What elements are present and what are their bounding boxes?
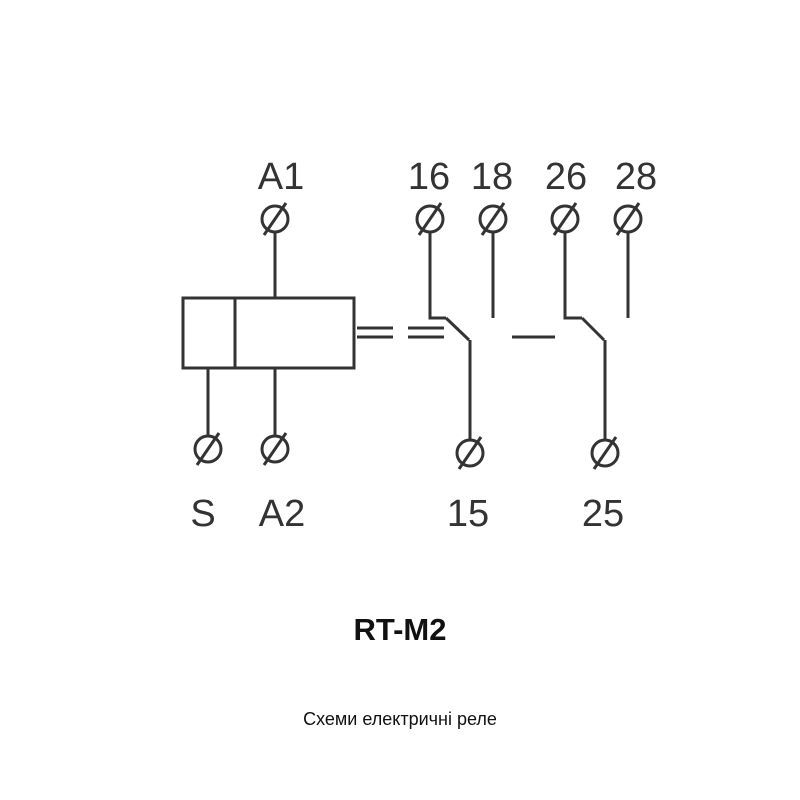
label-15: 15 <box>447 493 489 535</box>
label-25: 25 <box>582 493 624 535</box>
terminal-15-icon <box>455 436 485 470</box>
terminal-25-icon <box>590 436 620 470</box>
diagram-caption: Схеми електричні реле <box>303 709 497 729</box>
mechanical-linkage <box>357 326 555 339</box>
label-a1: A1 <box>258 156 304 198</box>
label-16: 16 <box>408 156 450 198</box>
terminal-a2-icon <box>260 432 290 466</box>
contact-group-2 <box>563 232 630 440</box>
label-28: 28 <box>615 156 657 198</box>
label-a2: A2 <box>259 493 305 535</box>
label-s: S <box>190 493 215 535</box>
terminal-26-icon <box>550 202 580 236</box>
diagram-title: RT-M2 <box>353 612 447 647</box>
contact-blade-2 <box>580 316 606 342</box>
wire-26 <box>563 232 582 320</box>
relay-coil <box>181 296 356 370</box>
wire-16 <box>428 232 446 320</box>
terminal-a1-icon <box>260 202 290 236</box>
terminal-18-icon <box>478 202 508 236</box>
coil-box <box>181 296 356 370</box>
terminal-s-icon <box>193 432 223 466</box>
label-26: 26 <box>545 156 587 198</box>
contact-blade-1 <box>444 316 471 342</box>
contact-group-1 <box>428 232 495 440</box>
terminal-16-icon <box>415 202 445 236</box>
label-18: 18 <box>471 156 513 198</box>
terminal-28-icon <box>613 202 643 236</box>
